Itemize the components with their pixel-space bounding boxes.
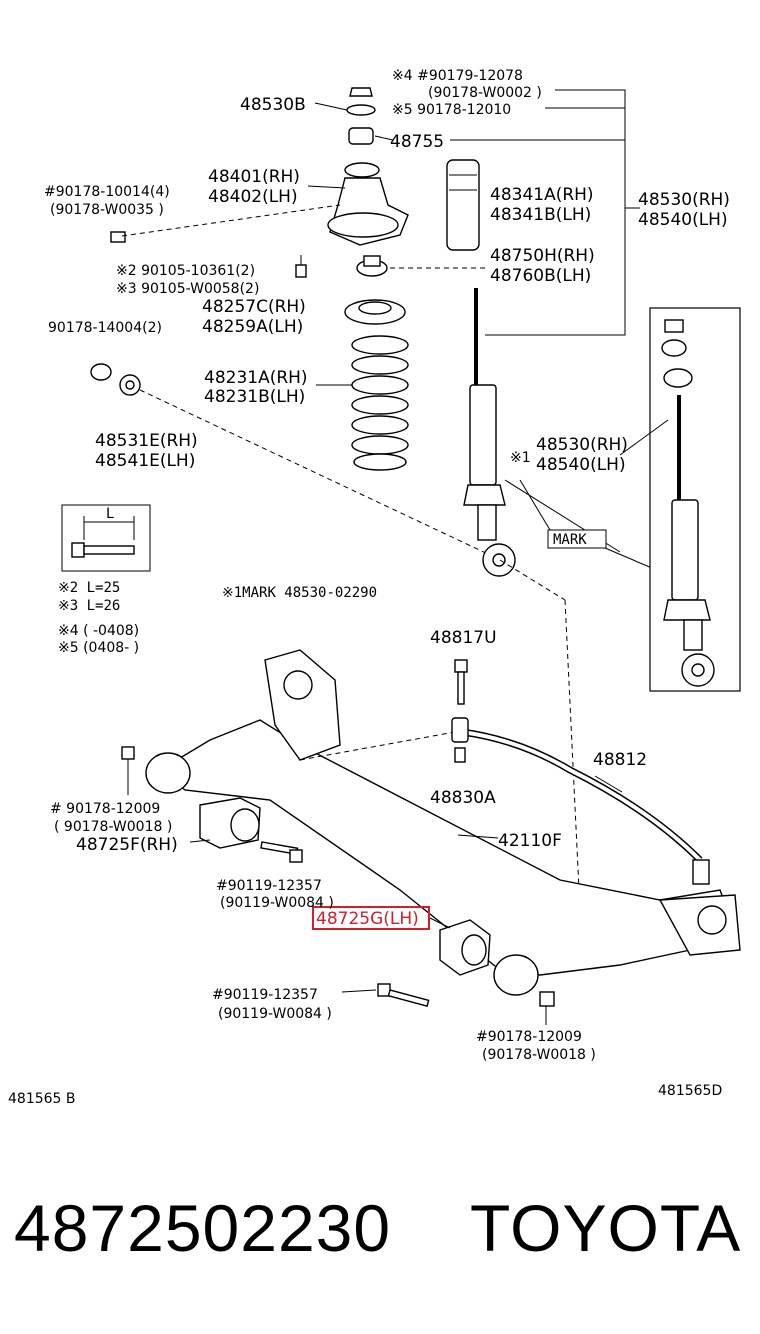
label-ref-right: 481565D xyxy=(658,1083,722,1099)
label-bolt-mid-a: ※2 90105-10361(2) xyxy=(116,263,255,279)
label-bolt-top-a: ※4 #90179-12078 xyxy=(392,68,523,84)
label-nut-left-b: (90178-W0035 ) xyxy=(50,202,164,218)
label-48812: 48812 xyxy=(593,750,647,770)
label-48725f: 48725F(RH) xyxy=(76,835,178,855)
leader-line xyxy=(139,389,491,556)
label-nut-top-c: ※5 90178-12010 xyxy=(392,102,511,118)
leader-line xyxy=(594,775,623,793)
bolt-90119-left-part xyxy=(260,841,303,863)
stabilizer-bar-part xyxy=(461,728,710,885)
label-48531e: 48531E(RH) xyxy=(95,431,198,451)
nut-90178-14004-part xyxy=(90,363,112,381)
bolt-90119-lower-part xyxy=(377,983,430,1008)
label-note-3: ※3 L=26 xyxy=(58,598,120,614)
label-48817u: 48817U xyxy=(430,628,497,648)
label-note-4: ※4 ( -0408) xyxy=(58,623,139,639)
footer-part-number: 4872502230 xyxy=(14,1191,392,1265)
leader-line xyxy=(619,419,669,456)
leader-line xyxy=(429,917,451,929)
bracket-48830a-part xyxy=(451,717,469,763)
label-mark-note: ※1MARK 48530-02290 xyxy=(222,585,377,601)
label-mark: MARK xyxy=(553,532,587,548)
label-48530-mid: 48530(RH) xyxy=(536,435,628,455)
top-nut-part xyxy=(349,87,373,97)
label-nut-12009-right-a: #90178-12009 xyxy=(476,1029,582,1045)
label-bolt-top-b: (90178-W0002 ) xyxy=(428,85,542,101)
highlight-box-48725g xyxy=(312,906,430,930)
leader-line xyxy=(189,839,211,843)
nut-90178-12009-left-part xyxy=(121,746,135,760)
bolt-90105-part xyxy=(295,255,307,278)
cushion-48530b-part xyxy=(346,104,376,116)
nut-90178-10014-part xyxy=(110,231,126,243)
label-48259a: 48259A(LH) xyxy=(202,317,303,337)
label-48540-top: 48540(LH) xyxy=(638,210,728,230)
label-48257c: 48257C(RH) xyxy=(202,297,306,317)
label-bolt-12357-d: (90119-W0084 ) xyxy=(218,1006,332,1022)
insulator-part xyxy=(356,255,388,277)
leader-line xyxy=(121,204,341,237)
washer-48531e-part xyxy=(119,374,141,396)
label-l-symbol: L xyxy=(106,506,114,522)
bolt-48817u-part xyxy=(454,659,468,705)
suspension-support-part xyxy=(327,162,409,246)
mark-box xyxy=(547,529,607,549)
label-note-2: ※2 L=25 xyxy=(58,580,120,596)
footer-brand: TOYOTA xyxy=(470,1191,742,1265)
label-42110f: 42110F xyxy=(498,831,562,851)
label-nut-12009-left-a: # 90178-12009 xyxy=(50,801,160,817)
leader-line xyxy=(499,559,566,601)
label-48750h: 48750H(RH) xyxy=(490,246,595,266)
label-nut-14004: 90178-14004(2) xyxy=(48,320,162,336)
label-48541e: 48541E(LH) xyxy=(95,451,195,471)
leader-line xyxy=(519,479,551,531)
leader-line xyxy=(341,989,377,993)
label-bolt-12357-b: (90119-W0084 ) xyxy=(220,895,334,911)
label-48341b: 48341B(LH) xyxy=(490,205,591,225)
label-nut-12009-right-b: (90178-W0018 ) xyxy=(482,1047,596,1063)
label-48755: 48755 xyxy=(390,132,444,152)
shock-absorber-detail-part xyxy=(661,319,715,687)
label-48530b: 48530B xyxy=(240,95,306,115)
label-48231b: 48231B(LH) xyxy=(204,387,305,407)
label-48760b: 48760B(LH) xyxy=(490,266,591,286)
label-48530-top: 48530(RH) xyxy=(638,190,730,210)
label-nut-left-a: #90178-10014(4) xyxy=(44,184,170,200)
label-nut-12009-left-b: ( 90178-W0018 ) xyxy=(54,819,172,835)
leader-line xyxy=(564,599,581,911)
label-48401: 48401(RH) xyxy=(208,167,300,187)
shock-absorber-center-part xyxy=(463,288,516,577)
bushing-48725g-part xyxy=(439,919,491,976)
label-48231a: 48231A(RH) xyxy=(204,368,308,388)
bolt-length-diagram xyxy=(61,504,151,572)
bushing-48725f-part xyxy=(199,797,261,849)
axle-beam-part xyxy=(145,649,741,996)
label-bolt-12357-c: #90119-12357 xyxy=(212,987,318,1003)
label-mark1-symbol: ※1 xyxy=(510,450,531,466)
leader-line xyxy=(457,834,499,839)
leader-line xyxy=(307,185,346,189)
label-48402: 48402(LH) xyxy=(208,187,298,207)
label-bolt-mid-b: ※3 90105-W0058(2) xyxy=(116,281,259,297)
label-48830a: 48830A xyxy=(430,788,496,808)
leader-line xyxy=(374,135,394,141)
spring-seat-part xyxy=(344,299,406,325)
nut-90178-12009-right-part xyxy=(539,991,555,1007)
bracket-48530-line xyxy=(485,89,626,336)
coil-spring-part xyxy=(351,335,409,471)
bushing-48755-part xyxy=(348,127,374,145)
label-bolt-12357-a: #90119-12357 xyxy=(216,878,322,894)
label-note-5: ※5 (0408- ) xyxy=(58,640,139,656)
leader-line xyxy=(314,102,348,111)
bump-stopper-part xyxy=(446,159,480,251)
label-48725g: 48725G(LH) xyxy=(316,909,419,929)
label-48540-mid: 48540(LH) xyxy=(536,455,626,475)
label-48341a: 48341A(RH) xyxy=(490,185,594,205)
label-ref-left: 481565 B xyxy=(8,1091,76,1107)
